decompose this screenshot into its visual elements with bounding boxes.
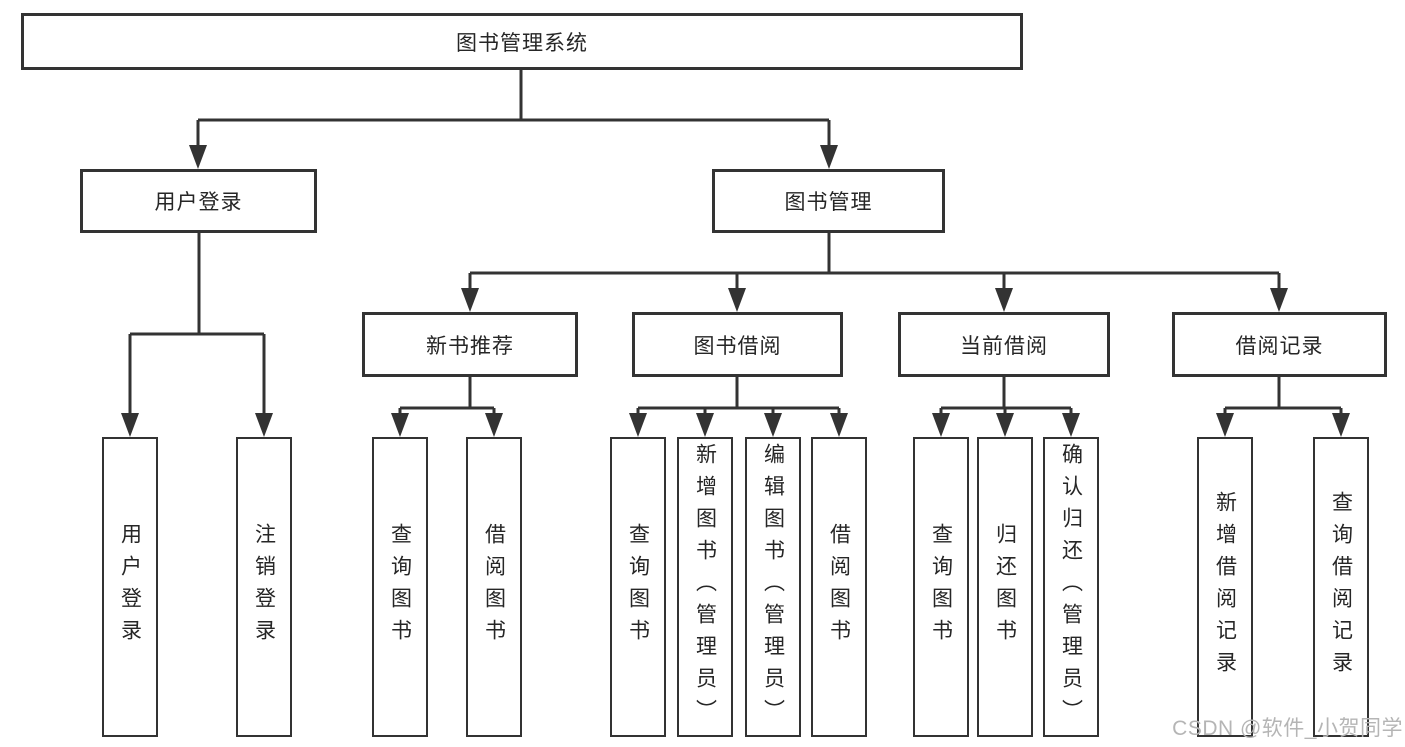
leaf-query-books-2-label: 查询图书 — [626, 523, 650, 651]
leaf-add-borrow-record: 新增借阅记录 — [1197, 437, 1253, 737]
csdn-watermark: CSDN @软件_小贺同学 — [1172, 717, 1403, 740]
connector-mgmt-to-level3 — [468, 233, 1281, 291]
connector-records-to-children — [1223, 377, 1343, 415]
connector-current-to-children — [939, 377, 1073, 415]
leaf-borrow-books-2-label: 借阅图书 — [827, 523, 851, 651]
node-book-management: 图书管理 — [712, 169, 945, 233]
leaf-query-books-1: 查询图书 — [372, 437, 428, 737]
node-current-borrowing: 当前借阅 — [898, 312, 1110, 377]
leaf-return-books: 归还图书 — [977, 437, 1033, 737]
leaf-confirm-return-admin: 确认归还（管理员） — [1043, 437, 1099, 737]
leaf-edit-books-admin-label: 编辑图书（管理员） — [761, 443, 785, 731]
leaf-query-books-1-label: 查询图书 — [388, 523, 412, 651]
leaf-add-books-admin-label: 新增图书（管理员） — [693, 443, 717, 731]
leaf-user-login: 用户登录 — [102, 437, 158, 737]
node-user-login-label: 用户登录 — [154, 191, 243, 214]
leaf-query-borrow-record-label: 查询借阅记录 — [1329, 491, 1353, 683]
leaf-borrow-books-1: 借阅图书 — [466, 437, 522, 737]
connector-login-to-children — [128, 233, 266, 415]
leaf-add-books-admin: 新增图书（管理员） — [677, 437, 733, 737]
node-book-borrowing: 图书借阅 — [632, 312, 843, 377]
leaf-query-books-2: 查询图书 — [610, 437, 666, 737]
connector-root-to-level2 — [196, 69, 831, 147]
node-current-borrowing-label: 当前借阅 — [960, 334, 1048, 358]
leaf-query-books-3-label: 查询图书 — [929, 523, 953, 651]
leaf-return-books-label: 归还图书 — [993, 523, 1017, 651]
node-library-management-system: 图书管理系统 — [21, 13, 1023, 70]
node-new-book-recommendation: 新书推荐 — [362, 312, 578, 377]
leaf-borrow-books-2: 借阅图书 — [811, 437, 867, 737]
node-book-management-label: 图书管理 — [784, 191, 873, 214]
leaf-query-borrow-record: 查询借阅记录 — [1313, 437, 1369, 737]
leaf-add-borrow-record-label: 新增借阅记录 — [1213, 491, 1237, 683]
leaf-user-login-label: 用户登录 — [118, 523, 142, 651]
node-user-login: 用户登录 — [80, 169, 317, 233]
node-new-book-recommendation-label: 新书推荐 — [426, 334, 514, 358]
connector-borrow-to-children — [636, 377, 841, 415]
leaf-borrow-books-1-label: 借阅图书 — [482, 523, 506, 651]
node-book-borrowing-label: 图书借阅 — [693, 334, 782, 358]
leaf-logout: 注销登录 — [236, 437, 292, 737]
leaf-confirm-return-admin-label: 确认归还（管理员） — [1059, 443, 1083, 731]
leaf-query-books-3: 查询图书 — [913, 437, 969, 737]
leaf-edit-books-admin: 编辑图书（管理员） — [745, 437, 801, 737]
node-borrowing-records: 借阅记录 — [1172, 312, 1387, 377]
leaf-logout-label: 注销登录 — [252, 523, 276, 651]
node-borrowing-records-label: 借阅记录 — [1235, 334, 1324, 358]
node-library-management-system-label: 图书管理系统 — [456, 31, 588, 55]
connector-newbook-to-children — [398, 377, 496, 415]
